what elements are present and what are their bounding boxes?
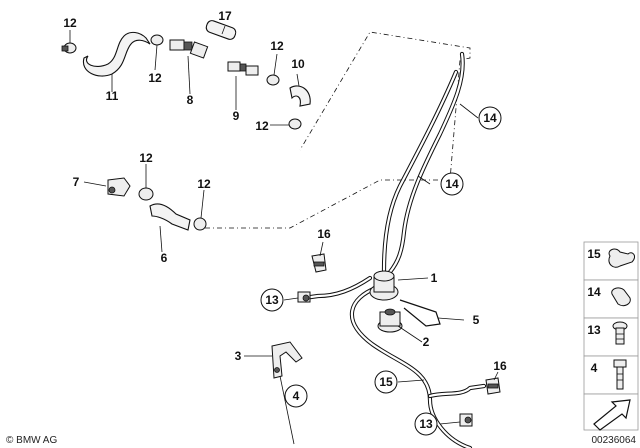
clamp-single-icon	[611, 287, 631, 307]
clamp-12-b	[150, 34, 164, 46]
callout-15: 15	[379, 375, 393, 389]
callout-6: 6	[161, 251, 168, 265]
callout-2: 2	[423, 335, 430, 349]
callout-14-b: 14	[445, 177, 459, 191]
pipe-15	[349, 285, 473, 448]
clamp-12-a	[61, 42, 77, 54]
legend-label-14: 14	[587, 285, 601, 299]
callout-8: 8	[187, 93, 194, 107]
clamp-12-c	[266, 74, 280, 86]
fitting-7	[107, 177, 131, 197]
hose-6	[149, 203, 191, 231]
callout-12-f: 12	[139, 151, 153, 165]
callout-12-e: 12	[255, 119, 269, 133]
arrow-icon	[593, 399, 631, 431]
callout-11: 11	[106, 89, 119, 103]
callout-17: 17	[218, 9, 232, 23]
diagram-code: 00236064	[592, 435, 637, 446]
legend-label-4: 4	[591, 361, 598, 375]
clip-16-b	[485, 377, 501, 395]
valve-8	[169, 39, 209, 59]
hose-17	[205, 20, 237, 40]
copyright-text: © BMW AG	[6, 435, 57, 446]
valve-9	[227, 61, 259, 76]
callout-10: 10	[291, 57, 305, 71]
leader-lines	[69, 25, 499, 445]
hose-10	[289, 85, 311, 107]
callout-7: 7	[73, 175, 80, 189]
pipe-left-branch	[301, 275, 373, 301]
connector-13-a	[297, 291, 311, 303]
callout-14-a-circle	[478, 106, 502, 130]
callout-3: 3	[235, 349, 242, 363]
callout-13-a: 13	[265, 293, 279, 307]
callout-1: 1	[431, 271, 438, 285]
hose-11	[82, 31, 151, 77]
callout-13-b-circle	[414, 412, 438, 436]
bracket-3	[271, 341, 303, 379]
bracket-5	[399, 299, 441, 327]
callout-16-a: 16	[317, 227, 331, 241]
legend-label-15: 15	[587, 247, 601, 261]
callout-13-a-circle	[260, 288, 284, 312]
callout-14-b-circle	[440, 172, 464, 196]
callout-5: 5	[473, 313, 480, 327]
clamp-double-icon	[608, 248, 635, 268]
bolt-icon	[613, 359, 627, 390]
callout-12-a: 12	[63, 16, 77, 30]
callout-16-b: 16	[493, 359, 507, 373]
valve-2	[377, 308, 403, 333]
legend-panel: 15 14 13 4	[583, 241, 639, 431]
valve-body-1	[369, 270, 399, 301]
clamp-12-d	[288, 118, 302, 130]
callout-12-b: 12	[148, 71, 162, 85]
callout-4-circle	[284, 384, 308, 408]
screw-icon	[612, 321, 628, 345]
connector-13-b	[459, 413, 473, 427]
pipe-14	[381, 51, 465, 275]
callout-4: 4	[293, 389, 300, 403]
callout-12-c: 12	[270, 39, 284, 53]
callout-13-b: 13	[419, 417, 433, 431]
callout-14-a: 14	[483, 111, 497, 125]
callout-12-g: 12	[197, 177, 211, 191]
clamp-12-e	[138, 187, 154, 201]
callout-15-circle	[374, 370, 398, 394]
clip-16-a	[311, 253, 327, 273]
pipe-right-branch	[427, 383, 487, 399]
callout-9: 9	[233, 109, 240, 123]
legend-label-13: 13	[587, 323, 601, 337]
clamp-12-f	[193, 217, 207, 231]
